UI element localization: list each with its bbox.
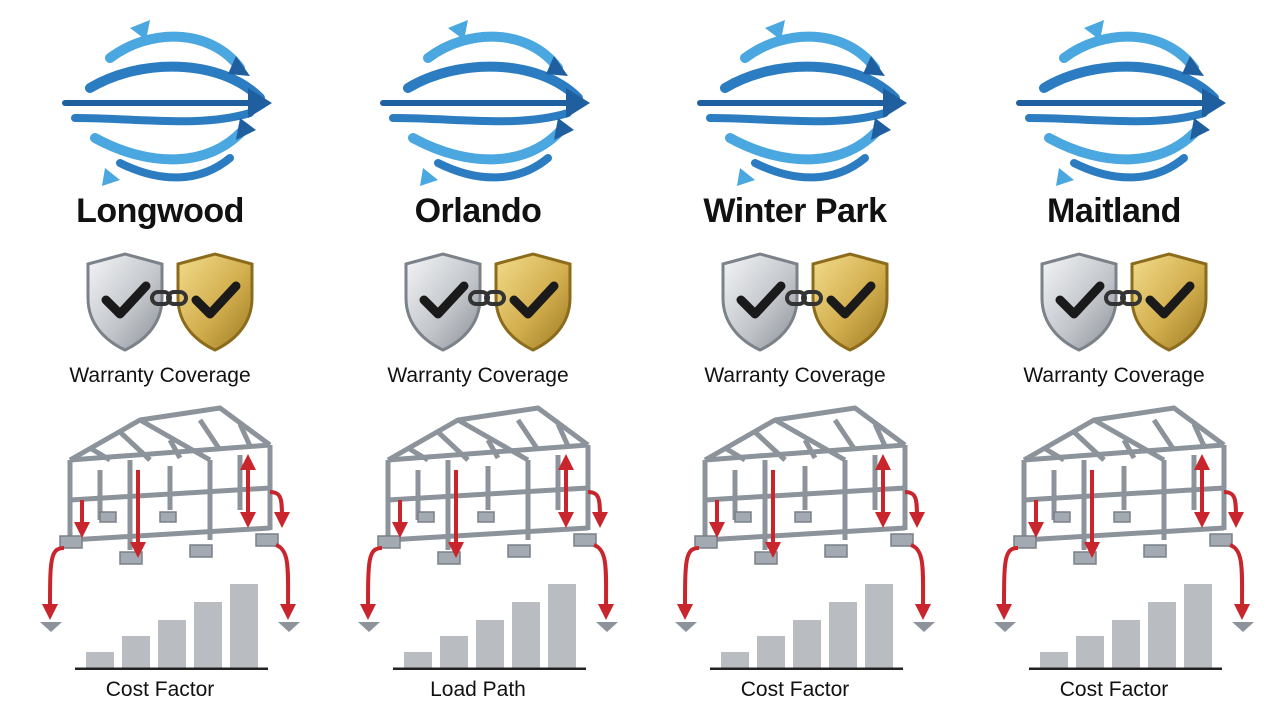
steel-frame-load-path-icon [358, 405, 618, 670]
city-name: Winter Park [703, 192, 887, 230]
warranty-caption: Warranty Coverage [704, 364, 886, 387]
wind-swirl-arrows-icon [1016, 20, 1226, 186]
column-maitland: Maitland Warranty Coverage [964, 0, 1264, 720]
column-longwood: Longwood Warranty Coverage [10, 0, 310, 720]
linked-check-shields-icon [404, 252, 572, 352]
steel-frame-load-path-icon [40, 405, 300, 670]
cost-factor-caption: Cost Factor [740, 678, 850, 701]
wind-swirl-arrows-icon [62, 20, 272, 186]
column-orlando: Orlando Warranty Coverage [328, 0, 628, 720]
warranty-caption: Warranty Coverage [387, 364, 569, 387]
city-name: Orlando [414, 192, 542, 230]
linked-check-shields-icon [721, 252, 889, 352]
load-path-caption: Load Path [430, 678, 526, 701]
city-name: Longwood [76, 192, 244, 230]
warranty-caption: Warranty Coverage [1023, 364, 1205, 387]
linked-check-shields-icon [86, 252, 254, 352]
steel-frame-load-path-icon [675, 405, 935, 670]
steel-frame-load-path-icon [994, 405, 1254, 670]
warranty-caption: Warranty Coverage [69, 364, 251, 387]
cost-factor-caption: Cost Factor [105, 678, 215, 701]
cost-factor-caption: Cost Factor [1059, 678, 1169, 701]
wind-swirl-arrows-icon [380, 20, 590, 186]
column-winter-park: Winter Park Warranty Coverage [645, 0, 945, 720]
city-name: Maitland [1047, 192, 1181, 230]
wind-swirl-arrows-icon [697, 20, 907, 186]
linked-check-shields-icon [1040, 252, 1208, 352]
